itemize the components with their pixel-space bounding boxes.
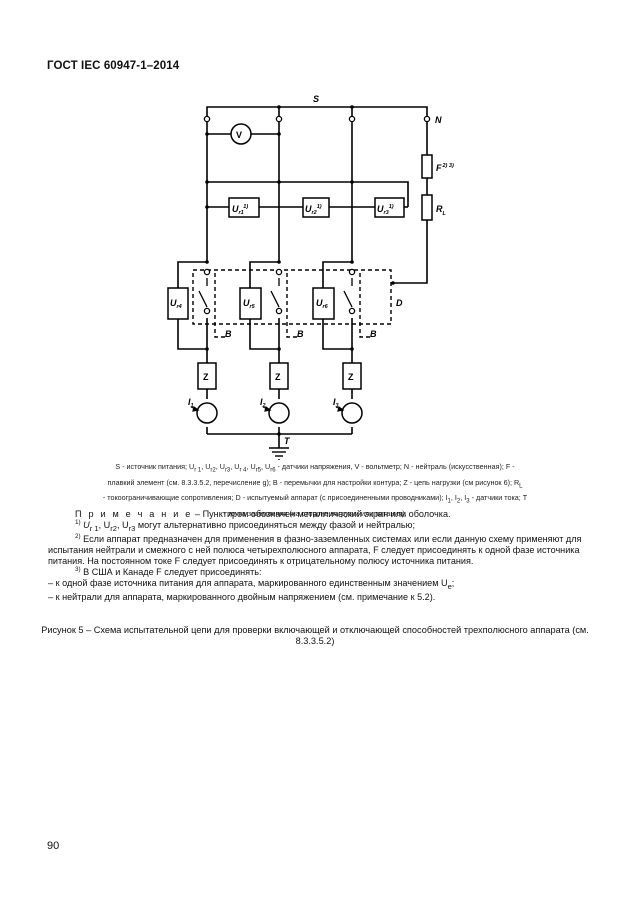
resistor-label: RL	[436, 204, 447, 217]
i1-label: I1	[188, 397, 194, 409]
ground-label: T	[284, 436, 291, 446]
bridge-label-1: B	[225, 329, 232, 339]
document-header: ГОСТ IEC 60947-1–2014	[47, 60, 180, 72]
i2-label: I2	[260, 397, 266, 409]
load-z3-label: Z	[348, 372, 354, 382]
sensor-ur3	[374, 197, 405, 218]
test-circuit-diagram: S N V F2) 3) RL Ur11) Ur21) Ur31) Ur4 Ur…	[167, 94, 454, 460]
legend-line-3: - токоограничивающие сопротивления; D - …	[102, 493, 528, 505]
page-number: 90	[47, 840, 60, 852]
ur2-label: Ur21)	[305, 204, 322, 216]
load-z3	[342, 362, 362, 390]
fuse-symbol	[421, 154, 433, 179]
bridge-label-3: B	[370, 329, 377, 339]
sensor-ur1	[228, 197, 260, 218]
ur6-label: Ur6	[316, 298, 329, 310]
voltmeter-symbol	[230, 123, 252, 145]
legend-line-1: S - источник питания; Ur 1, Ur2, Ur3, Ur…	[115, 462, 515, 474]
diagram-legend: S - источник питания; Ur 1, Ur2, Ur3, Ur…	[48, 461, 582, 520]
current-sensor-3	[341, 402, 363, 424]
sensor-ur4	[167, 287, 189, 320]
i3-label: I3	[333, 397, 339, 409]
footnote-3: 3) В США и Канаде F следует присоединять…	[75, 565, 262, 577]
sensor-ur6	[312, 287, 335, 320]
sensor-ur2	[302, 197, 330, 218]
footnote-3-item-2: – к нейтрали для аппарата, маркированног…	[48, 592, 436, 603]
load-z2	[269, 362, 289, 390]
footnote-1: 1) Ur 1, Ur2, Ur3 могут альтернативно пр…	[75, 518, 415, 533]
resistor-symbol	[421, 194, 433, 221]
neutral-label: N	[435, 115, 442, 125]
legend-line-2: плавкий элемент (см. 8.3.3.5.2, перечисл…	[107, 477, 523, 490]
footnote-2: 2) Если аппарат предназначен для примене…	[48, 533, 582, 566]
ur1-label: Ur11)	[232, 204, 248, 216]
current-sensor-2	[268, 402, 290, 424]
device-label: D	[396, 298, 403, 308]
ur3-label: Ur31)	[377, 204, 394, 216]
ur4-label: Ur4	[170, 298, 182, 310]
voltmeter-label: V	[236, 130, 242, 140]
footnote-3-item-1: – к одной фазе источника питания для апп…	[48, 577, 455, 591]
current-sensor-1	[196, 402, 218, 424]
figure-notes: П р и м е ч а н и е – Пунктиром обозначе…	[48, 509, 582, 603]
legend-line-4: - точка заземления (на стороне нагрузки …	[223, 509, 407, 519]
note-main: П р и м е ч а н и е – Пунктиром обозначе…	[75, 509, 451, 519]
load-z1	[197, 362, 217, 390]
source-label: S	[313, 94, 319, 104]
ur5-label: Ur5	[243, 298, 256, 310]
load-z1-label: Z	[203, 372, 209, 382]
figure-caption: Рисунок 5 – Схема испытательной цепи для…	[41, 625, 589, 647]
load-z2-label: Z	[275, 372, 281, 382]
sensor-ur5	[239, 287, 262, 320]
bridge-label-2: B	[297, 329, 304, 339]
fuse-label: F2) 3)	[436, 163, 454, 173]
